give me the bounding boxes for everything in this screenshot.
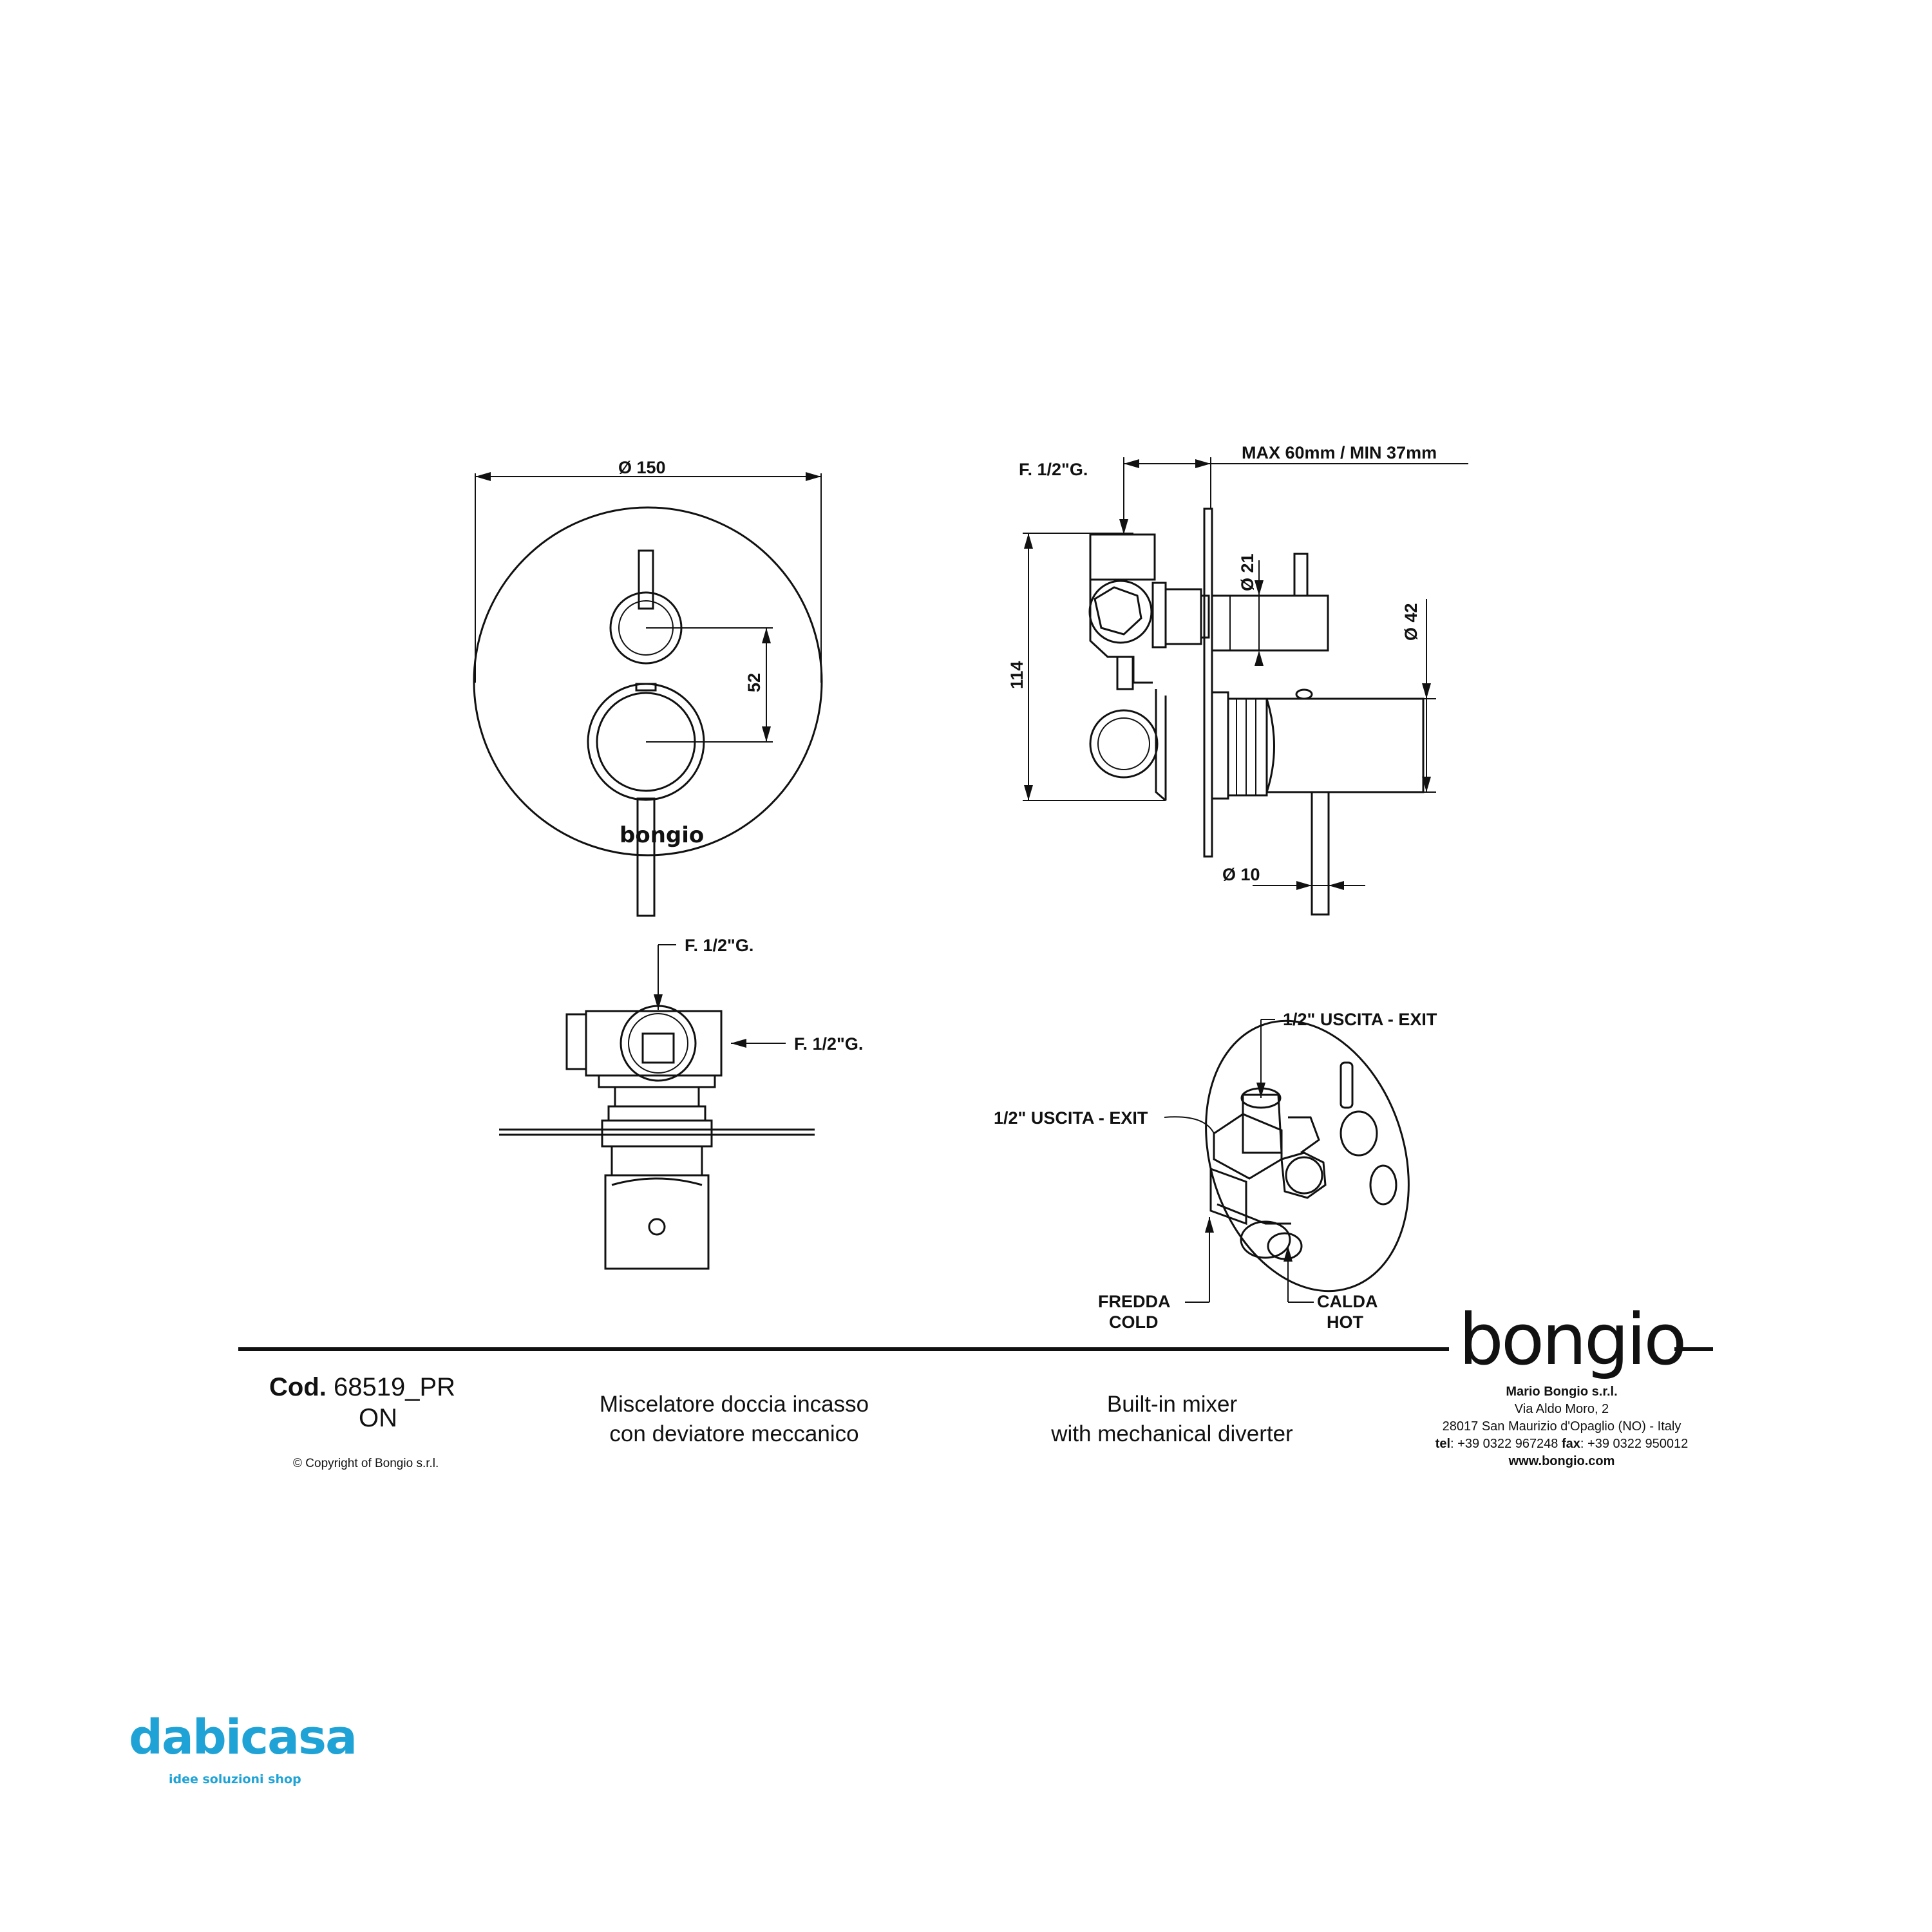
company-address-2: 28017 San Maurizio d'Opaglio (NO) - Ital… bbox=[1442, 1419, 1681, 1434]
tel-value: : +39 0322 967248 bbox=[1450, 1437, 1562, 1451]
company-website: www.bongio.com bbox=[1508, 1454, 1615, 1468]
side-view: MAX 60mm / MIN 37mm F. 1/2"G. 114 bbox=[1007, 443, 1468, 916]
diverter-lever bbox=[638, 549, 654, 610]
product-code-suffix: ON bbox=[359, 1404, 397, 1432]
iso-plate bbox=[1205, 1019, 1410, 1293]
dim-diameter-21-label: Ø 21 bbox=[1238, 553, 1257, 591]
dim-diameter-10-label: Ø 10 bbox=[1222, 865, 1260, 884]
dabicasa-logo: dabicasa bbox=[129, 1710, 357, 1765]
company-address-1: Via Aldo Moro, 2 bbox=[1514, 1402, 1609, 1416]
wall-plate-profile bbox=[1203, 507, 1213, 858]
dim-max-min-label: MAX 60mm / MIN 37mm bbox=[1242, 443, 1437, 462]
side-inlet-label: F. 1/2"G. bbox=[1019, 460, 1088, 479]
dim-diameter-42-label: Ø 42 bbox=[1401, 603, 1421, 641]
company-info: Mario Bongio s.r.l. Via Aldo Moro, 2 280… bbox=[1397, 1383, 1726, 1470]
description-italian-line2: con deviatore meccanico bbox=[609, 1421, 859, 1446]
top-view: F. 1/2"G. F. 1/2"G. bbox=[499, 936, 863, 1270]
fax-label: fax bbox=[1562, 1437, 1580, 1451]
company-name: Mario Bongio s.r.l. bbox=[1506, 1385, 1618, 1399]
fax-value: : +39 0322 950012 bbox=[1580, 1437, 1689, 1451]
cold-label-it: FREDDA bbox=[1098, 1292, 1171, 1311]
dim-114-label: 114 bbox=[1007, 661, 1027, 689]
product-code-label: Cod. bbox=[269, 1373, 327, 1401]
right-inlet-label: F. 1/2"G. bbox=[794, 1034, 863, 1054]
diverter-lever-side bbox=[1293, 553, 1309, 597]
rosette-plate bbox=[473, 506, 823, 857]
dim-52-label: 52 bbox=[744, 673, 764, 692]
plate-logo: bongio bbox=[620, 822, 704, 848]
mixer-lever-side bbox=[1311, 791, 1330, 916]
description-english-line1: Built-in mixer bbox=[1106, 1392, 1238, 1417]
company-phone-fax: tel: +39 0322 967248 fax: +39 0322 95001… bbox=[1397, 1435, 1726, 1453]
dim-diameter-150-label: Ø 150 bbox=[618, 458, 666, 477]
description-italian: Miscelatore doccia incasso con deviatore… bbox=[580, 1390, 889, 1449]
hot-label-it: CALDA bbox=[1317, 1292, 1378, 1311]
top-inlet-label: F. 1/2"G. bbox=[685, 936, 753, 955]
description-italian-line1: Miscelatore doccia incasso bbox=[599, 1392, 869, 1417]
mixer-lever bbox=[636, 797, 656, 917]
description-english: Built-in mixer with mechanical diverter bbox=[1005, 1390, 1340, 1449]
tel-label: tel bbox=[1435, 1437, 1451, 1451]
product-code: Cod. 68519_PR bbox=[269, 1373, 455, 1402]
exit-left-label: 1/2" USCITA - EXIT bbox=[994, 1108, 1148, 1128]
isometric-view: 1/2" USCITA - EXIT 1/2" USCITA - EXIT FR… bbox=[994, 1010, 1437, 1332]
product-code-value: 68519_PR bbox=[326, 1373, 456, 1401]
hot-label-en: HOT bbox=[1327, 1312, 1364, 1332]
dabicasa-tagline: idee soluzioni shop bbox=[169, 1772, 301, 1786]
exit-top-label: 1/2" USCITA - EXIT bbox=[1283, 1010, 1437, 1029]
cold-label-en: COLD bbox=[1109, 1312, 1159, 1332]
bongio-logo: bongio bbox=[1459, 1298, 1685, 1381]
description-english-line2: with mechanical diverter bbox=[1051, 1421, 1293, 1446]
front-view: Ø 150 52 bongio bbox=[473, 458, 823, 917]
copyright-notice: © Copyright of Bongio s.r.l. bbox=[293, 1457, 439, 1470]
